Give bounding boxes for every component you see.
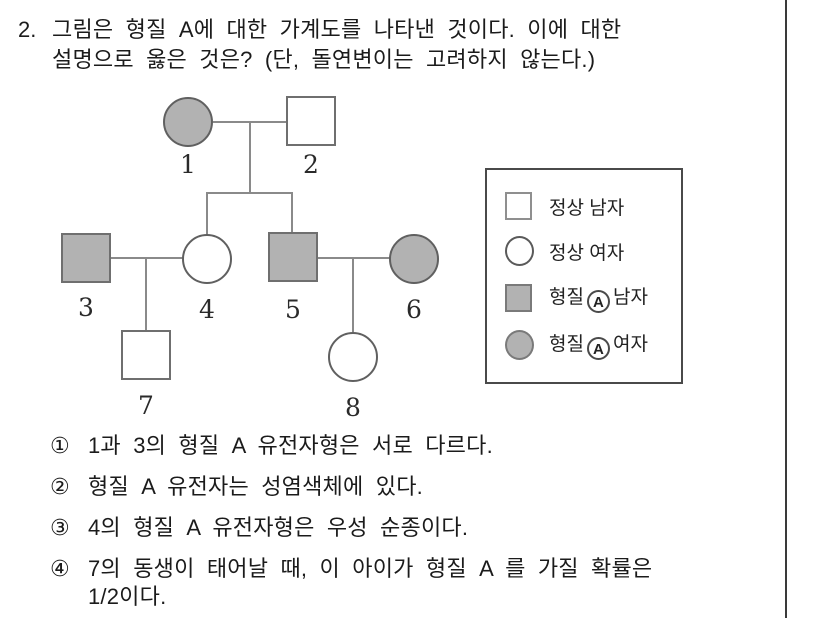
- choice-4-text-block: 7의 동생이 태어날 때, 이 아이가 형질 A 를 가질 확률은 1/2이다.: [88, 555, 652, 611]
- person-label-3: 3: [78, 293, 94, 322]
- person-7-normal-male-square: [121, 330, 171, 380]
- question-text: 그림은 형질 A에 대한 가계도를 나타낸 것이다. 이에 대한 설명으로 옳은…: [52, 15, 621, 75]
- person-label-7: 7: [138, 391, 154, 420]
- person-label-6: 6: [406, 295, 422, 324]
- drop-line-to-5: [291, 193, 293, 233]
- pedigree-diagram: 1 2 3 4 5 6 7 8: [30, 85, 450, 425]
- person-8-normal-female-circle: [328, 332, 378, 382]
- choice-1: ① 1과 3의 형질 A 유전자형은 서로 다르다.: [50, 432, 780, 460]
- affected-male-symbol: [505, 283, 532, 312]
- question-block: 2. 그림은 형질 A에 대한 가계도를 나타낸 것이다. 이에 대한 설명으로…: [18, 15, 778, 75]
- question-line-1: 그림은 형질 A에 대한 가계도를 나타낸 것이다. 이에 대한: [52, 17, 622, 42]
- person-5-affected-male-square: [268, 232, 318, 282]
- question-number: 2.: [18, 17, 37, 42]
- choice-3: ③ 4의 형질 A 유전자형은 우성 순종이다.: [50, 514, 780, 542]
- person-3-affected-male-square: [61, 233, 111, 283]
- drop-line-to-7: [145, 258, 147, 330]
- person-1-affected-female-circle: [163, 97, 213, 147]
- person-4-normal-female-circle: [182, 234, 232, 284]
- answer-choices: ① 1과 3의 형질 A 유전자형은 서로 다르다. ② 형질 A 유전자는 성…: [50, 432, 780, 618]
- legend-row-normal-female: 정상 여자: [505, 236, 681, 266]
- legend-label-normal-female: 정상 여자: [549, 242, 625, 264]
- legend-row-normal-male: 정상 남자: [505, 192, 681, 220]
- drop-line-to-8: [352, 258, 354, 332]
- circled-a-icon: A: [586, 290, 610, 313]
- choice-1-marker: ①: [50, 433, 70, 458]
- column-divider-line: [785, 0, 787, 618]
- person-label-2: 2: [303, 150, 319, 179]
- choice-3-text: 4의 형질 A 유전자형은 우성 순종이다.: [88, 515, 469, 540]
- choice-4-text-line-2: 1/2이다.: [88, 584, 167, 609]
- affected-female-symbol: [505, 329, 534, 360]
- choice-3-marker: ③: [50, 515, 70, 540]
- person-label-8: 8: [345, 393, 361, 422]
- person-label-4: 4: [199, 295, 215, 324]
- person-2-normal-male-square: [286, 96, 336, 146]
- choice-2-text: 형질 A 유전자는 성염색체에 있다.: [88, 474, 423, 499]
- legend-label-normal-male: 정상 남자: [549, 197, 625, 219]
- drop-line-to-4: [206, 193, 208, 235]
- sibling-line-gen2: [206, 192, 293, 194]
- choice-4-marker: ④: [50, 556, 70, 581]
- choice-2: ② 형질 A 유전자는 성염색체에 있다.: [50, 473, 780, 501]
- choice-4: ④ 7의 동생이 태어날 때, 이 아이가 형질 A 를 가질 확률은 1/2이…: [50, 555, 780, 611]
- normal-male-symbol: [505, 192, 532, 220]
- couple-line-5-6: [318, 257, 390, 259]
- choice-4-text-line-1: 7의 동생이 태어날 때, 이 아이가 형질 A 를 가질 확률은: [88, 556, 653, 581]
- person-label-5: 5: [285, 295, 301, 324]
- choice-1-text: 1과 3의 형질 A 유전자형은 서로 다르다.: [88, 433, 493, 458]
- normal-female-symbol: [505, 236, 534, 266]
- circled-a-icon: A: [586, 337, 610, 360]
- choice-2-marker: ②: [50, 474, 70, 499]
- person-label-1: 1: [180, 150, 196, 179]
- question-line-2: 설명으로 옳은 것은? (단, 돌연변이는 고려하지 않는다.): [52, 47, 596, 72]
- descent-line-couple-1-2: [249, 122, 251, 193]
- person-6-affected-female-circle: [389, 234, 439, 284]
- couple-line-3-4: [111, 257, 183, 259]
